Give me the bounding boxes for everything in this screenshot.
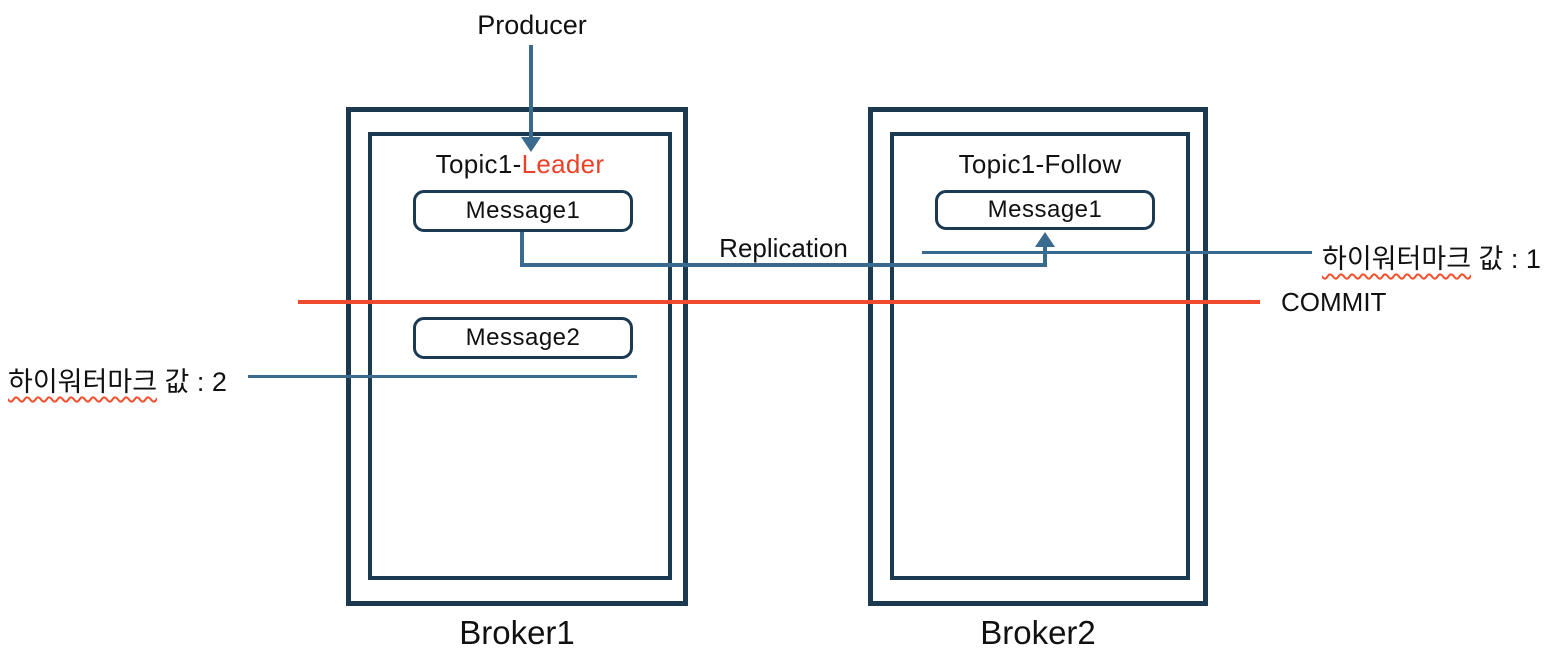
broker1-topic-box — [368, 132, 672, 580]
replication-label: Replication — [719, 233, 848, 263]
broker1-message1-box: Message1 — [413, 190, 633, 232]
producer-arrow-stem — [529, 45, 533, 138]
broker2-message1-label: Message1 — [987, 196, 1103, 223]
producer-label: Producer — [477, 10, 587, 40]
broker1-message2-box: Message2 — [413, 317, 633, 359]
high-watermark-right-term: 하이워터마크 — [1322, 244, 1472, 274]
high-watermark-right-value: 값 : 1 — [1471, 244, 1541, 274]
broker2-topic-title: Topic1-Follow — [958, 149, 1122, 179]
broker2-topic-box — [890, 132, 1190, 580]
commit-label: COMMIT — [1281, 287, 1387, 317]
replication-line-drop — [520, 231, 524, 267]
high-watermark-right-label: 하이워터마크 값 : 1 — [1322, 237, 1541, 276]
replication-line-rise — [1043, 246, 1047, 267]
broker1-topic-prefix: Topic1- — [435, 149, 522, 179]
commit-line — [298, 300, 1260, 304]
broker1-topic-role: Leader — [521, 149, 605, 179]
broker1-message1-label: Message1 — [465, 197, 581, 224]
broker1-name: Broker1 — [459, 614, 575, 651]
broker2-name: Broker2 — [980, 614, 1096, 651]
replication-arrow-up-icon — [1035, 232, 1055, 247]
high-watermark-left-term: 하이워터마크 — [8, 367, 158, 397]
high-watermark-right-line — [922, 251, 1312, 254]
broker2-message1-box: Message1 — [935, 190, 1155, 230]
high-watermark-left-label: 하이워터마크 값 : 2 — [8, 360, 227, 399]
broker2-outer-box — [868, 107, 1208, 606]
broker1-topic-title: Topic1-Leader — [368, 149, 672, 180]
broker1-message2-label: Message2 — [465, 324, 581, 351]
broker1-outer-box — [346, 107, 688, 606]
high-watermark-left-line — [248, 375, 637, 378]
replication-line-horizontal — [520, 263, 1047, 267]
high-watermark-left-value: 값 : 2 — [157, 367, 227, 397]
producer-arrow-down-icon — [521, 137, 541, 152]
